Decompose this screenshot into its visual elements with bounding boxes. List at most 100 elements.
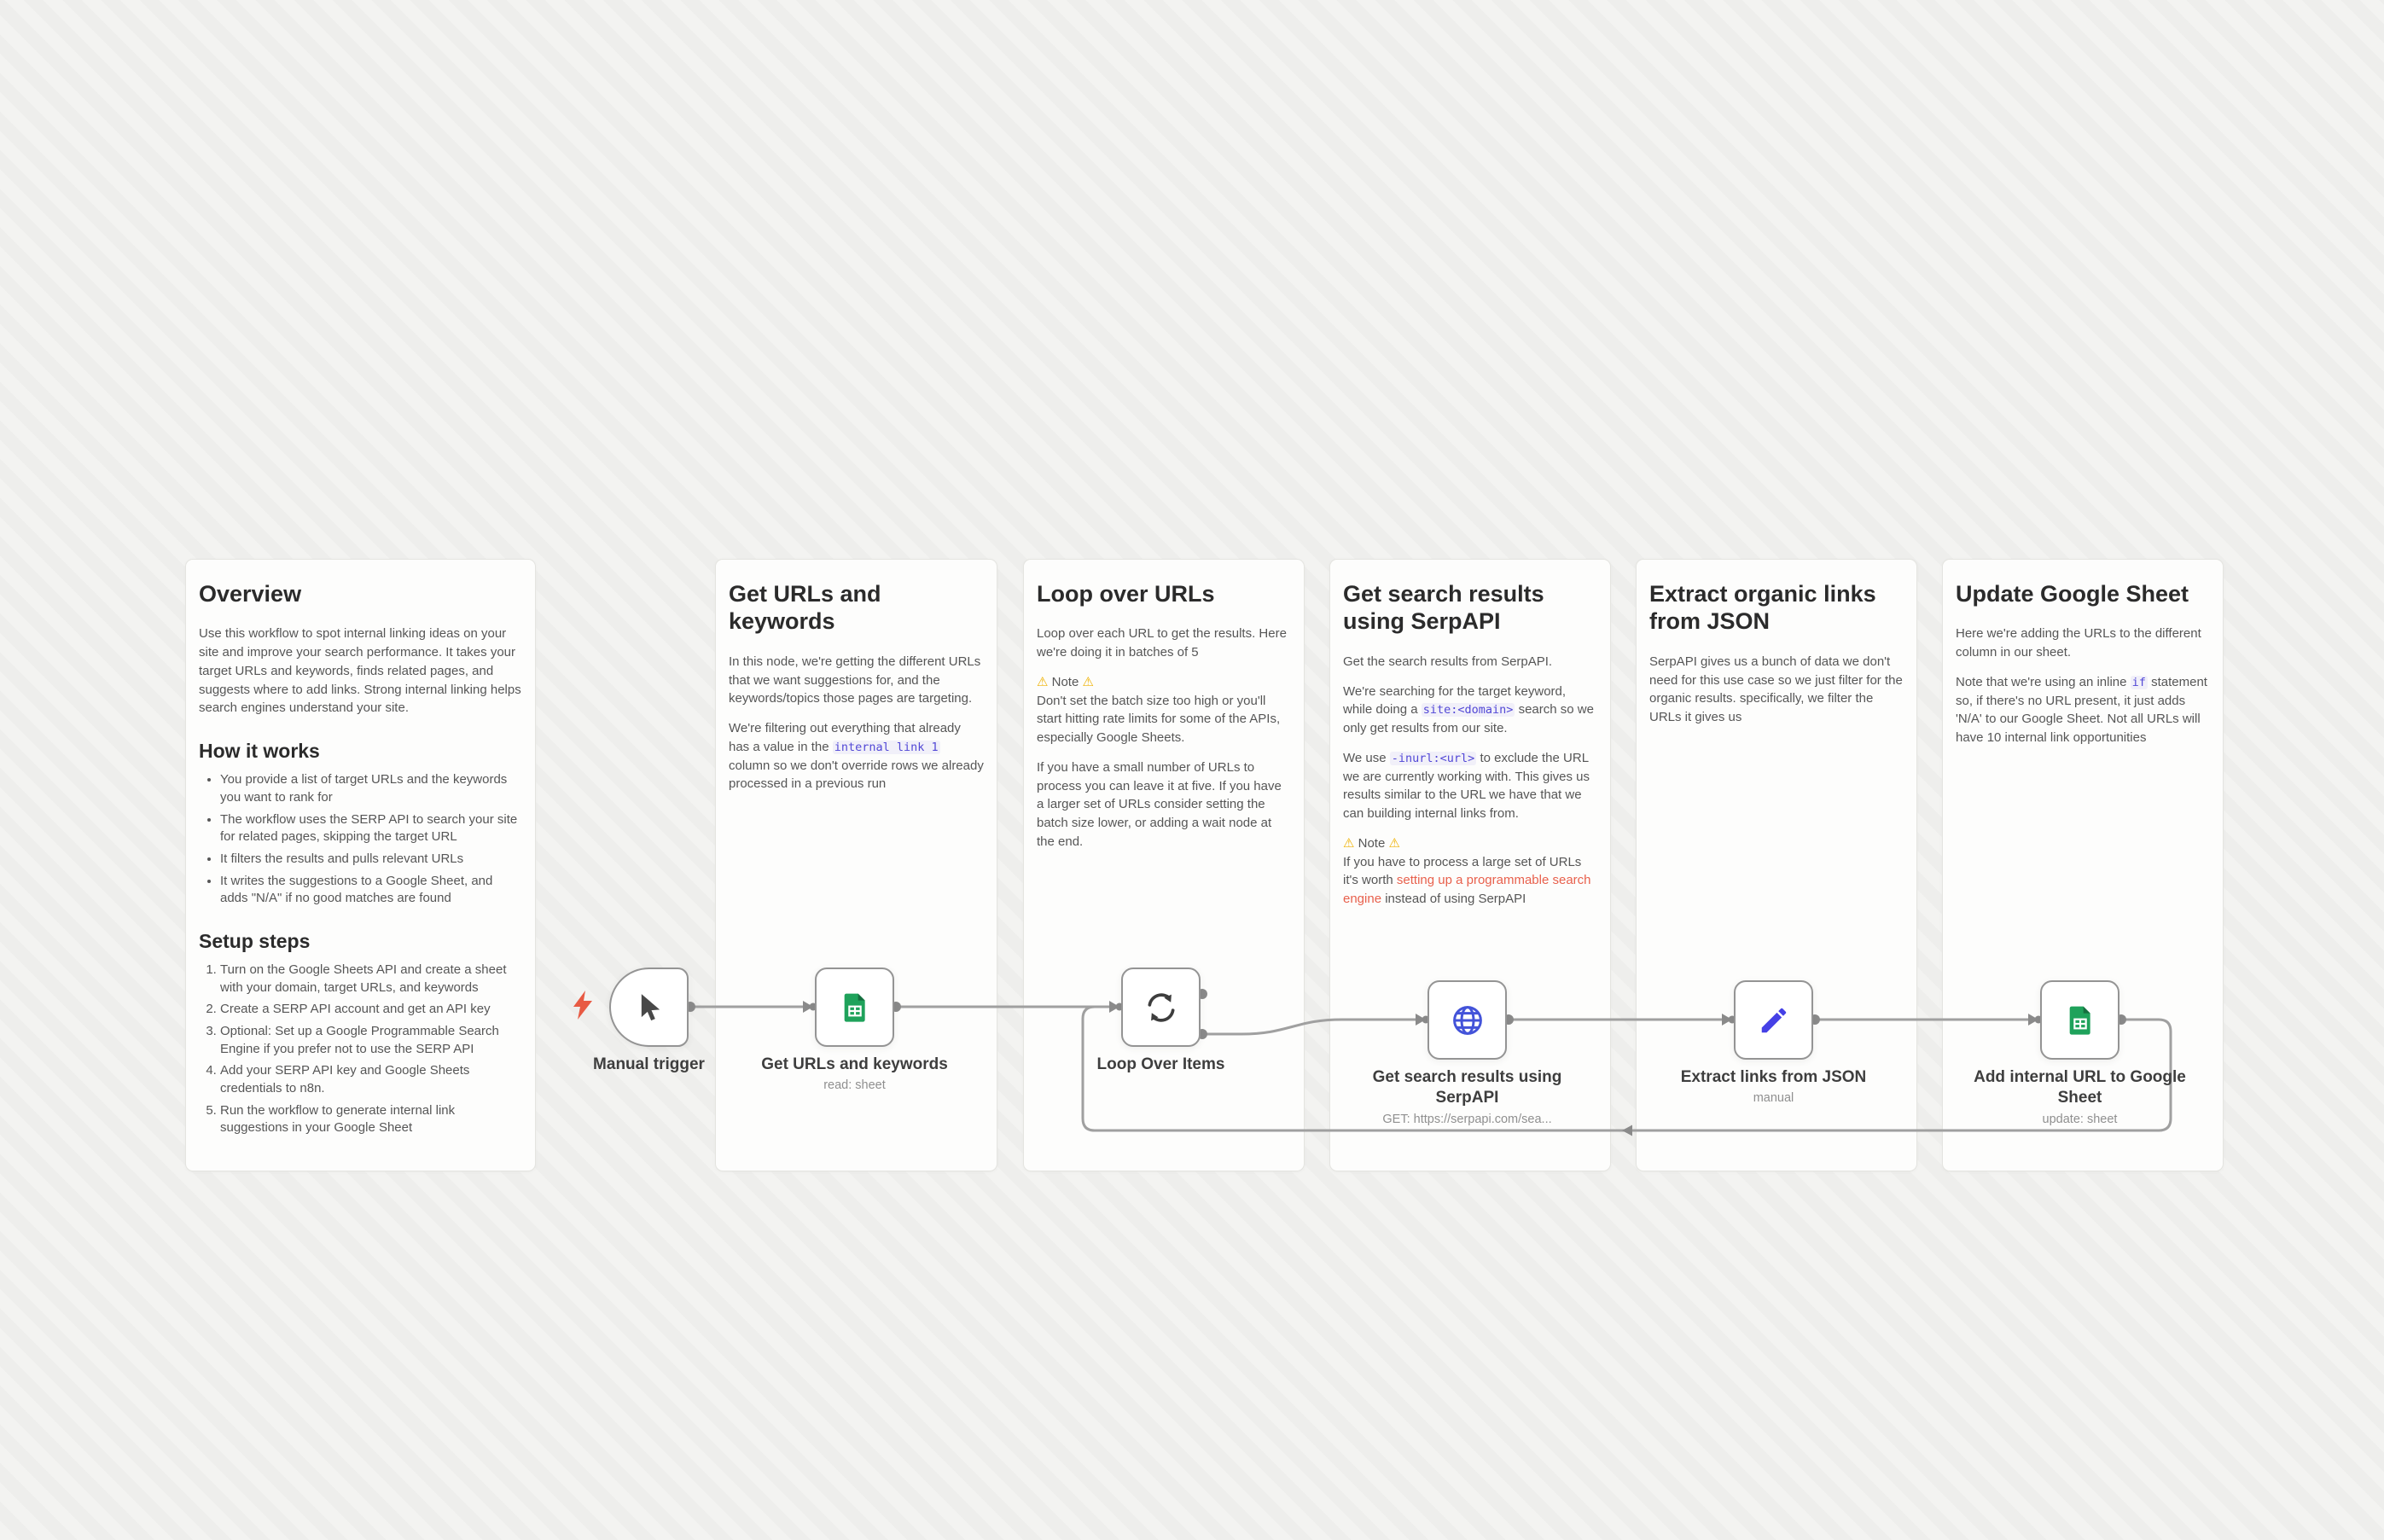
- note-code: -inurl:<url>: [1389, 751, 1477, 765]
- note-text: We're filtering out everything that alre…: [729, 721, 961, 754]
- note-text: instead of using SerpAPI: [1381, 892, 1526, 907]
- sticky-note-body: Use this workflow to spot internal linki…: [199, 625, 522, 1137]
- node-extract-links-from-json[interactable]: Extract links from JSON manual: [1681, 980, 1866, 1105]
- note-text: In this node, we're getting the differen…: [729, 654, 981, 706]
- node-get-urls-and-keywords[interactable]: Get URLs and keywords read: sheet: [761, 968, 948, 1092]
- note-paragraph: Here we're adding the URLs to the differ…: [1956, 625, 2210, 662]
- list-item: It writes the suggestions to a Google Sh…: [220, 873, 522, 908]
- list-item: The workflow uses the SERP API to search…: [220, 811, 522, 846]
- node-box[interactable]: [1427, 980, 1507, 1060]
- node-label: Loop Over Items: [1096, 1055, 1225, 1073]
- note-paragraph: If you have a small number of URLs to pr…: [1037, 758, 1291, 851]
- note-text: statement so, if there's no URL present,…: [1956, 674, 2207, 746]
- node-loop-over-items[interactable]: Loop Over Items: [1097, 968, 1224, 1073]
- sticky-note-body: In this node, we're getting the differen…: [729, 653, 984, 793]
- warning-icon: ⚠: [1343, 835, 1355, 851]
- note-link[interactable]: setting up a programmable search engine: [1343, 873, 1591, 907]
- node-caption: Manual trigger: [540, 1055, 759, 1078]
- sticky-note-title: Overview: [199, 581, 302, 607]
- note-text: The workflow uses the SERP API to search…: [220, 811, 518, 845]
- note-text: search so we only get results from our s…: [1343, 702, 1594, 736]
- note-text: Note: [1048, 674, 1083, 689]
- note-text: If you have to process a large set of UR…: [1343, 854, 1582, 888]
- node-subtitle: GET: https://serpapi.com/sea...: [1382, 1112, 1552, 1126]
- sticky-note-body: SerpAPI gives us a bunch of data we don'…: [1649, 653, 1904, 727]
- node-box[interactable]: [1734, 980, 1813, 1060]
- node-box[interactable]: [609, 968, 689, 1047]
- sticky-note-loop-over-urls[interactable]: Loop over URLs Loop over each URL to get…: [1023, 559, 1305, 1171]
- note-text: Note that we're using an inline: [1956, 674, 2131, 689]
- warning-icon: ⚠: [1388, 835, 1400, 851]
- note-code: if: [2130, 675, 2148, 689]
- node-caption: Add internal URL to Google Sheet update:…: [1971, 1067, 2189, 1127]
- sticky-note-title: Get search results using SerpAPI: [1343, 581, 1544, 635]
- execute-bolt-icon[interactable]: [572, 990, 594, 1020]
- list-item: It filters the results and pulls relevan…: [220, 851, 522, 869]
- node-box[interactable]: [1121, 968, 1201, 1047]
- note-paragraph: We're filtering out everything that alre…: [729, 719, 984, 793]
- note-text: We use: [1343, 750, 1390, 765]
- note-text: Get the search results from SerpAPI.: [1343, 654, 1553, 669]
- note-text: It writes the suggestions to a Google Sh…: [220, 873, 493, 906]
- node-manual-trigger[interactable]: Manual trigger: [593, 968, 705, 1073]
- list-item: Turn on the Google Sheets API and create…: [220, 962, 522, 997]
- node-caption: Loop Over Items: [1052, 1055, 1270, 1078]
- sticky-note-title: Get URLs and keywords: [729, 581, 881, 635]
- sticky-note-body: Loop over each URL to get the results. H…: [1037, 625, 1291, 851]
- note-text: Don't set the batch size too high or you…: [1037, 693, 1281, 746]
- list-item: You provide a list of target URLs and th…: [220, 771, 522, 806]
- note-text: Add your SERP API key and Google Sheets …: [220, 1063, 470, 1096]
- sticky-note-body: Get the search results from SerpAPI. We'r…: [1343, 653, 1597, 909]
- note-paragraph: Get the search results from SerpAPI.: [1343, 653, 1597, 671]
- sticky-note-title: Update Google Sheet: [1956, 581, 2189, 607]
- note-paragraph: ⚠ Note ⚠ If you have to process a large s…: [1343, 834, 1597, 909]
- note-text: Run the workflow to generate internal li…: [220, 1102, 456, 1136]
- node-label: Get search results using SerpAPI: [1372, 1068, 1562, 1107]
- warning-icon: ⚠: [1037, 674, 1049, 689]
- note-code: site:<domain>: [1421, 703, 1515, 718]
- google-sheets-icon: [2063, 1003, 2097, 1037]
- node-label: Manual trigger: [593, 1055, 705, 1073]
- note-text: We're searching for the target keyword, …: [1343, 683, 1567, 718]
- node-caption: Get search results using SerpAPI GET: ht…: [1358, 1067, 1577, 1127]
- list-item: Add your SERP API key and Google Sheets …: [220, 1062, 522, 1097]
- note-text: Note: [1354, 835, 1389, 851]
- note-text: Here we're adding the URLs to the differ…: [1956, 626, 2201, 660]
- node-add-internal-url-to-google-sheet[interactable]: Add internal URL to Google Sheet update:…: [1974, 980, 2186, 1126]
- node-box[interactable]: [2040, 980, 2119, 1060]
- note-paragraph: In this node, we're getting the differen…: [729, 653, 984, 708]
- note-paragraph: Loop over each URL to get the results. H…: [1037, 625, 1291, 662]
- note-text: column so we don't override rows we alre…: [729, 758, 984, 792]
- sticky-note-overview[interactable]: Overview Use this workflow to spot inter…: [185, 559, 536, 1171]
- note-bullet-list: You provide a list of target URLs and th…: [199, 771, 522, 908]
- node-get-search-results-serpapi[interactable]: Get search results using SerpAPI GET: ht…: [1373, 980, 1561, 1126]
- list-item: Run the workflow to generate internal li…: [220, 1102, 522, 1137]
- google-sheets-icon: [838, 991, 872, 1025]
- note-heading: How it works: [199, 740, 320, 763]
- note-text: Create a SERP API account and get an API…: [220, 1002, 491, 1017]
- pencil-icon: [1758, 1004, 1790, 1037]
- sticky-note-body: Here we're adding the URLs to the differ…: [1956, 625, 2210, 747]
- sticky-note-title: Extract organic links from JSON: [1649, 581, 1876, 635]
- note-paragraph: Use this workflow to spot internal linki…: [199, 625, 522, 718]
- warning-icon: ⚠: [1082, 674, 1094, 689]
- note-text: Optional: Set up a Google Programmable S…: [220, 1024, 499, 1056]
- note-text: to exclude the URL we are currently work…: [1343, 750, 1590, 822]
- note-code: internal link 1: [832, 740, 940, 754]
- node-box[interactable]: [815, 968, 894, 1047]
- note-text: Turn on the Google Sheets API and create…: [220, 962, 507, 995]
- note-numbered-list: Turn on the Google Sheets API and create…: [199, 962, 522, 1137]
- sticky-note-get-urls[interactable]: Get URLs and keywords In this node, we'r…: [715, 559, 997, 1171]
- list-item: Optional: Set up a Google Programmable S…: [220, 1023, 522, 1058]
- node-subtitle: manual: [1753, 1091, 1794, 1106]
- note-text: If you have a small number of URLs to pr…: [1037, 759, 1282, 849]
- note-paragraph: We use -inurl:<url> to exclude the URL w…: [1343, 749, 1597, 823]
- node-label: Extract links from JSON: [1680, 1068, 1867, 1086]
- node-subtitle: update: sheet: [2042, 1112, 2118, 1126]
- node-caption: Extract links from JSON manual: [1665, 1067, 1883, 1107]
- loop-icon: [1143, 990, 1179, 1026]
- note-text: Use this workflow to spot internal linki…: [199, 626, 521, 716]
- note-text: It filters the results and pulls relevan…: [220, 851, 464, 866]
- note-paragraph: We're searching for the target keyword, …: [1343, 683, 1597, 738]
- node-subtitle: read: sheet: [823, 1078, 886, 1093]
